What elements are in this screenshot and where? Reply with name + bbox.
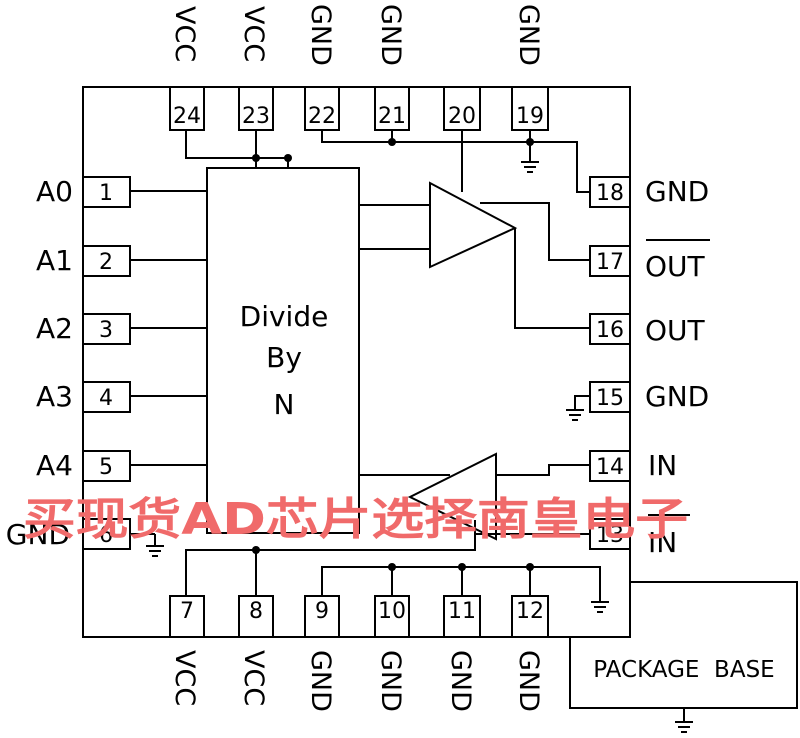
pin-4: 4 A3 — [36, 380, 131, 413]
pin-2: 2 A1 — [36, 244, 131, 277]
pin-20-number: 20 — [448, 104, 476, 129]
pin-9: 9 GND — [304, 595, 340, 712]
pin-2-number: 2 — [99, 250, 113, 275]
pin-8-name: VCC — [238, 650, 269, 706]
pin-14-name: IN — [648, 449, 677, 482]
pin-7: 7 VCC — [169, 595, 205, 706]
output-buffer — [429, 181, 518, 269]
pin-6: 6 GND — [6, 518, 131, 551]
pin-3: 3 A2 — [36, 312, 131, 345]
pin-1-number: 1 — [99, 181, 113, 206]
package-base-label: PACKAGE BASE — [593, 657, 774, 683]
pin-24: 24 VCC — [169, 6, 205, 131]
pin-13-number: 13 — [596, 523, 624, 548]
pin-5-name: A4 — [36, 449, 73, 482]
pin-19: 19 GND — [511, 4, 549, 131]
pin-11-number: 11 — [448, 599, 476, 624]
pin-19-number: 19 — [516, 104, 544, 129]
pin-20: 20 — [443, 86, 481, 131]
block-label-line3: N — [274, 388, 295, 421]
internal-wiring — [130, 130, 609, 613]
pin-1: 1 A0 — [36, 175, 131, 208]
pin-15-name: GND — [645, 380, 709, 413]
pin-23-name: VCC — [238, 6, 269, 62]
pin-6-name: GND — [6, 518, 70, 551]
pin-5-number: 5 — [99, 455, 113, 480]
block-label-line2: By — [266, 341, 302, 374]
pin-17-number: 17 — [596, 250, 624, 275]
pin-17: 17 OUT — [589, 239, 710, 283]
pin-7-number: 7 — [180, 599, 194, 624]
pin-21-name: GND — [375, 4, 406, 66]
pin-3-number: 3 — [99, 318, 113, 343]
pin-23-number: 23 — [242, 104, 270, 129]
pin-4-number: 4 — [99, 386, 113, 411]
pin-15: 15 GND — [589, 380, 709, 413]
pin-12-name: GND — [513, 650, 544, 712]
pin-16: 16 OUT — [589, 313, 706, 347]
pin-11-name: GND — [445, 650, 476, 712]
pin-2-name: A1 — [36, 244, 73, 277]
package-outline — [82, 86, 631, 638]
pin-18: 18 GND — [589, 175, 709, 208]
pin-10-number: 10 — [378, 599, 406, 624]
pin-9-number: 9 — [315, 599, 329, 624]
pin-22-number: 22 — [308, 104, 336, 129]
pin-16-name: OUT — [645, 314, 706, 347]
pin-6-number: 6 — [99, 523, 113, 548]
pin-22: 22 GND — [304, 4, 340, 131]
pin-18-name: GND — [645, 175, 709, 208]
pin-18-number: 18 — [596, 181, 624, 206]
block-label-line1: Divide — [240, 300, 329, 333]
pin-21-number: 21 — [378, 104, 406, 129]
pin-16-number: 16 — [596, 318, 624, 343]
pin-23: 23 VCC — [238, 6, 274, 131]
pin-17-name: OUT — [645, 250, 706, 283]
pin-10-name: GND — [375, 650, 406, 712]
pin-19-name: GND — [513, 4, 544, 66]
pin-8: 8 VCC — [238, 595, 274, 706]
pin-12-number: 12 — [516, 599, 544, 624]
pin-12: 12 GND — [511, 595, 549, 712]
pin-9-name: GND — [305, 650, 336, 712]
pin-13: 13 IN — [589, 514, 690, 559]
pin-24-number: 24 — [173, 104, 201, 129]
pin-24-name: VCC — [169, 6, 200, 62]
pin-15-number: 15 — [596, 386, 624, 411]
watermark-text: 买现货AD芯片选择南皇电子 — [23, 494, 688, 545]
pin-5: 5 A4 — [36, 449, 131, 482]
pin-22-name: GND — [305, 4, 336, 66]
pin-3-name: A2 — [36, 312, 73, 345]
pin-10: 10 GND — [374, 595, 410, 712]
pin-4-name: A3 — [36, 380, 73, 413]
pin-14-number: 14 — [596, 455, 624, 480]
pin-14: 14 IN — [589, 449, 677, 482]
input-buffer — [407, 452, 497, 541]
pin-8-number: 8 — [249, 599, 263, 624]
divide-by-n-block: Divide By N — [206, 167, 360, 534]
pin-1-name: A0 — [36, 175, 73, 208]
pin-21: 21 GND — [374, 4, 410, 131]
package-base: PACKAGE BASE — [569, 581, 798, 733]
pin-11: 11 GND — [443, 595, 481, 712]
pin-7-name: VCC — [169, 650, 200, 706]
pin-13-name: IN — [648, 526, 677, 559]
